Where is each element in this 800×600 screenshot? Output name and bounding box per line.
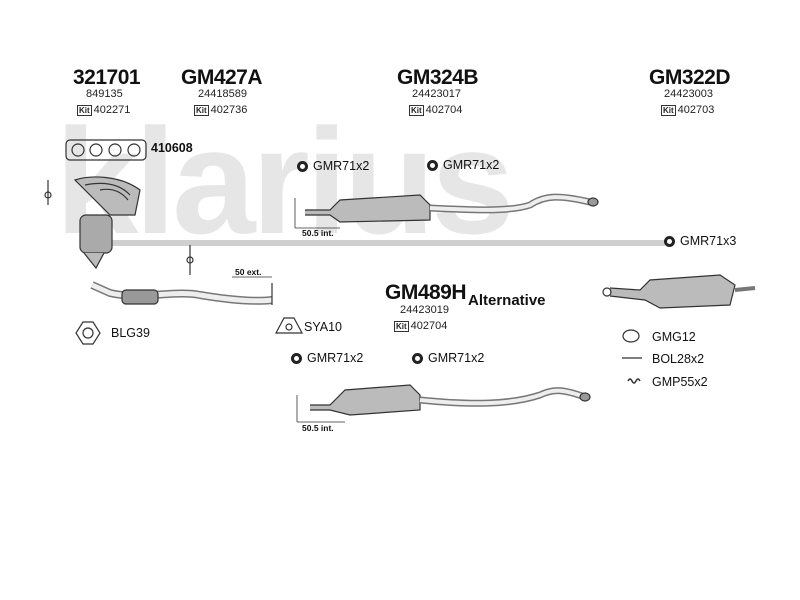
manifold-gasket-drawing (65, 139, 147, 161)
clamp-label-4: GMR71x2 (291, 351, 363, 365)
flange-gasket-drawing (75, 321, 101, 345)
clamp-icon (297, 160, 308, 172)
part-ref-gm324b: 24423017 (412, 88, 461, 100)
dimension-upper-pipe: 50.5 int. (302, 228, 334, 238)
dimension-lower-pipe: 50.5 int. (302, 423, 334, 433)
gasket-label: 410608 (151, 141, 193, 155)
part-code-gm489h: GM489H (385, 281, 467, 304)
kit-number: 402703 (677, 104, 715, 116)
kit-badge: Kit (661, 104, 676, 116)
part-code-gm322d: GM322D (649, 66, 731, 89)
kit-321701: Kit 402271 (77, 104, 130, 116)
clamp-label-3: GMR71x3 (664, 234, 736, 248)
clamp-icon (664, 235, 675, 247)
kit-number: 402271 (93, 104, 131, 116)
brand-watermark: klarius (55, 97, 515, 265)
rubber-mount-label: SYA10 (304, 320, 342, 334)
kit-gm322d: Kit 402703 (661, 104, 714, 116)
spring-label: GMP55x2 (652, 375, 708, 389)
ring-gasket-label: GMG12 (652, 330, 696, 344)
kit-badge: Kit (77, 104, 92, 116)
rubber-mount-drawing (275, 317, 303, 334)
kit-badge: Kit (194, 104, 209, 116)
clamp-label-5: GMR71x2 (412, 351, 484, 365)
kit-number: 402736 (210, 104, 248, 116)
part-ref-321701: 849135 (86, 88, 123, 100)
flange-gasket-label: BLG39 (111, 326, 150, 340)
kit-badge: Kit (394, 320, 409, 332)
part-ref-gm489h: 24423019 (400, 304, 449, 316)
part-code-gm427a: GM427A (181, 66, 263, 89)
dimension-front-pipe: 50 ext. (235, 267, 262, 277)
bolt-label: BOL28x2 (652, 352, 705, 366)
kit-gm324b: Kit 402704 (409, 104, 462, 116)
middle-silencer-lower-drawing (296, 384, 591, 423)
kit-number: 402704 (410, 320, 448, 332)
manifold-catalyst-drawing (44, 176, 141, 270)
kit-gm427a: Kit 402736 (194, 104, 247, 116)
front-pipe-drawing (90, 245, 273, 305)
alternative-label: Alternative (468, 292, 546, 309)
clamp-label-2: GMR71x2 (427, 158, 499, 172)
part-code-321701: 321701 (73, 66, 141, 89)
part-ref-gm322d: 24423003 (664, 88, 713, 100)
clamp-icon (412, 352, 423, 364)
ring-gasket-drawing (622, 329, 640, 343)
clamp-icon (291, 352, 302, 364)
spring-drawing (627, 378, 641, 384)
part-code-gm324b: GM324B (397, 66, 479, 89)
kit-badge: Kit (409, 104, 424, 116)
middle-silencer-upper-drawing (294, 193, 599, 229)
kit-gm489h: Kit 402704 (394, 320, 447, 332)
part-ref-gm427a: 24418589 (198, 88, 247, 100)
rear-silencer-drawing (602, 274, 756, 309)
kit-number: 402704 (425, 104, 463, 116)
clamp-label-1: GMR71x2 (297, 159, 369, 173)
clamp-icon (427, 159, 438, 171)
